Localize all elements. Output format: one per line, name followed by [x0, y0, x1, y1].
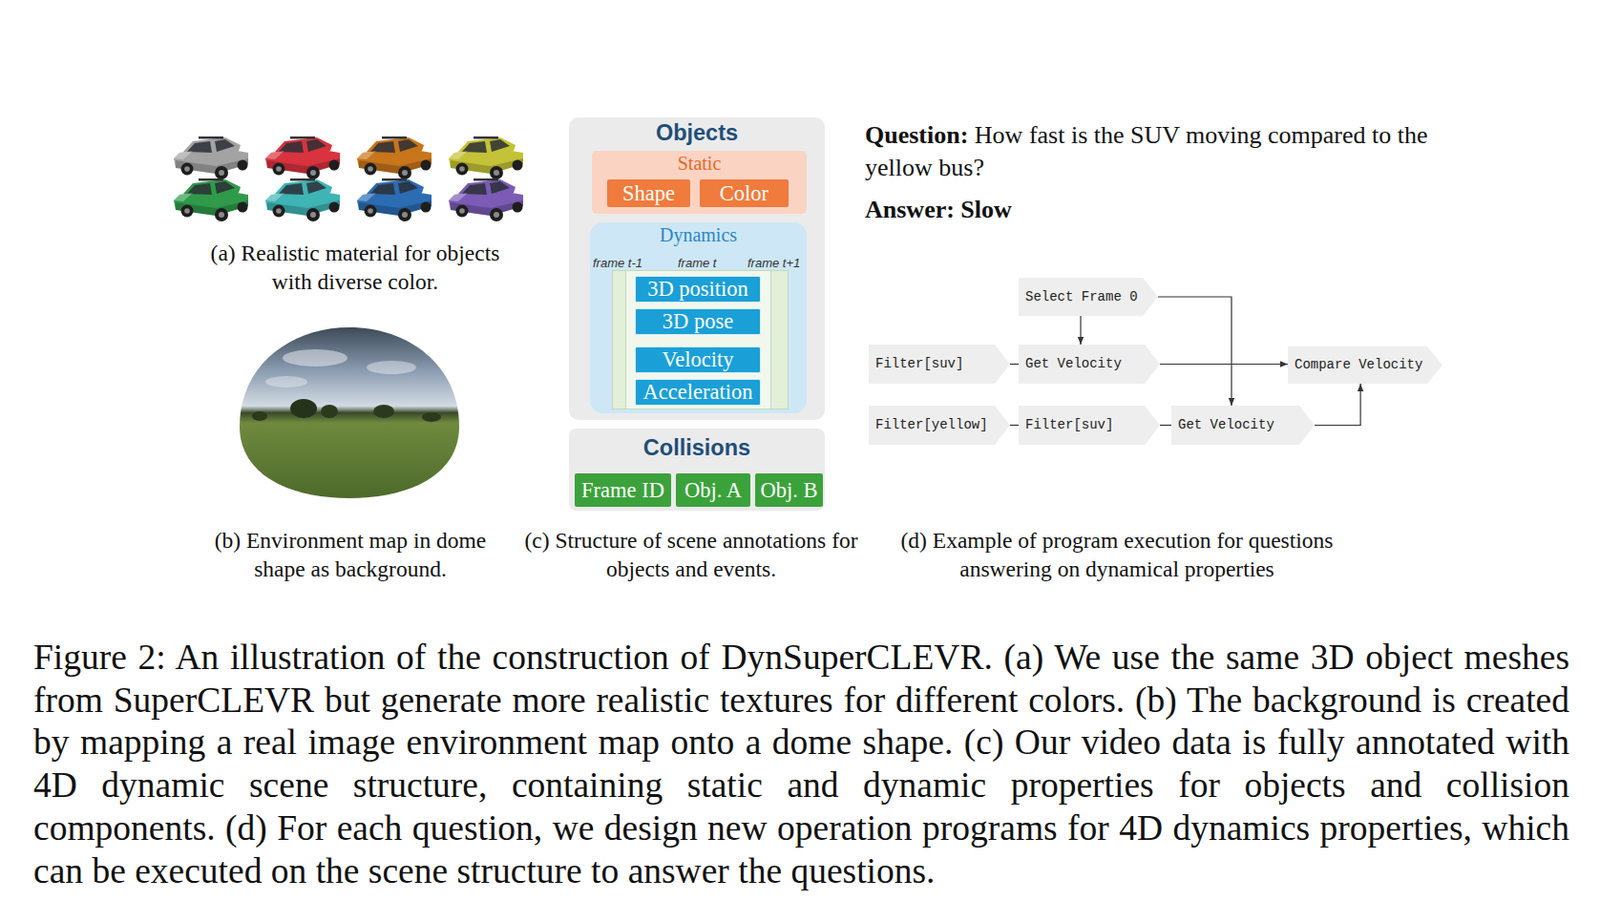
step-text: Get Velocity: [1018, 344, 1122, 384]
step-text: Filter[yellow]: [868, 405, 989, 445]
car-green: [173, 178, 249, 222]
tree: [373, 404, 395, 419]
subfigure-caption: (d) Example of program execution for que…: [873, 526, 1361, 584]
step-chevron: [1018, 277, 1158, 316]
figure-caption: Figure 2: An illustration of the constru…: [33, 636, 1570, 893]
attribute-box: 3D pose: [634, 308, 761, 336]
frame-label: frame t: [677, 255, 716, 271]
tree: [421, 412, 442, 422]
subfigure-caption: (b) Environment map in dome shape as bac…: [188, 526, 513, 584]
connector: [1314, 383, 1361, 426]
connector: [1157, 296, 1232, 406]
attribute-box: 3D position: [634, 275, 761, 303]
subfigure-caption: (c) Structure of scene annotations for o…: [519, 526, 864, 584]
cloud: [265, 376, 308, 388]
attribute-text: Shape: [622, 181, 675, 207]
program-step: Filter[suv]: [868, 344, 1011, 384]
group-title: Objects: [568, 120, 825, 147]
connector: [1079, 315, 1081, 345]
answer-text: Answer: Slow: [864, 193, 1012, 227]
question-block: Question:How fast is the SUV moving comp…: [864, 119, 1438, 185]
attribute-text: 3D position: [647, 276, 749, 302]
frame-label: frame t-1: [592, 255, 643, 271]
program-step: Filter[yellow]: [868, 405, 1011, 445]
car-gray: [173, 136, 249, 180]
dome-shape: [239, 327, 460, 499]
connector: [1159, 363, 1288, 365]
connector: [1010, 424, 1019, 426]
tree: [252, 411, 268, 422]
program-step: Select Frame 0: [1018, 277, 1158, 316]
step-chevron: [1018, 344, 1160, 384]
car-orange: [357, 136, 432, 180]
group-title: Static: [591, 152, 807, 175]
group-title: Dynamics: [589, 224, 807, 247]
subfigure-caption: (a) Realistic material for objects with …: [188, 238, 523, 296]
attribute-text: Color: [719, 181, 769, 207]
collisions-panel: CollisionsFrame ID Obj. A Obj. B: [568, 428, 825, 511]
attribute-box: Obj. B: [755, 473, 823, 507]
static-group: StaticShape Color: [591, 150, 807, 214]
program-step: Filter[suv]: [1018, 405, 1160, 445]
attribute-box: Obj. A: [675, 473, 751, 507]
attribute-box: Acceleration: [634, 378, 761, 406]
cloud: [366, 360, 417, 375]
step-chevron: [1018, 405, 1160, 445]
step-text: Compare Velocity: [1287, 346, 1423, 384]
connector: [1010, 363, 1019, 365]
attribute-text: Obj. B: [759, 478, 818, 504]
program-step: Get Velocity: [1171, 405, 1315, 445]
attribute-text: 3D pose: [662, 309, 734, 335]
car-purple: [448, 178, 524, 222]
attribute-text: Frame ID: [581, 478, 665, 504]
attribute-box: Frame ID: [574, 473, 672, 507]
step-chevron: [868, 344, 1011, 384]
tree: [320, 404, 338, 419]
dynamics-group: Dynamics 3D position 3D poseVelocityAccele…: [589, 222, 807, 414]
group-title: Collisions: [568, 435, 825, 462]
cloud: [282, 349, 348, 367]
step-text: Get Velocity: [1171, 405, 1275, 445]
step-text: Filter[suv]: [868, 344, 964, 384]
attribute-text: Obj. A: [684, 478, 742, 504]
car-teal: [265, 178, 340, 222]
attribute-box: Shape: [607, 179, 691, 208]
step-text: Filter[suv]: [1018, 405, 1114, 445]
program-step: Get Velocity: [1018, 344, 1160, 384]
car-yellow: [448, 136, 524, 180]
step-chevron: [868, 405, 1011, 445]
frame-label: frame t+1: [747, 255, 800, 271]
attribute-box: Velocity: [634, 346, 761, 374]
attribute-text: Velocity: [662, 347, 735, 373]
connector: [1159, 424, 1172, 426]
step-chevron: [1171, 405, 1315, 445]
step-text: Select Frame 0: [1018, 277, 1138, 316]
car-red: [265, 136, 340, 180]
car-blue: [357, 178, 432, 222]
attribute-box: Color: [699, 179, 789, 208]
question-label: Question:: [864, 121, 969, 149]
program-step: Compare Velocity: [1287, 346, 1443, 384]
step-chevron: [1287, 346, 1443, 384]
car-renders: [173, 136, 524, 222]
environment-dome: [239, 327, 460, 499]
tree: [290, 399, 317, 419]
attribute-text: Acceleration: [643, 379, 754, 405]
